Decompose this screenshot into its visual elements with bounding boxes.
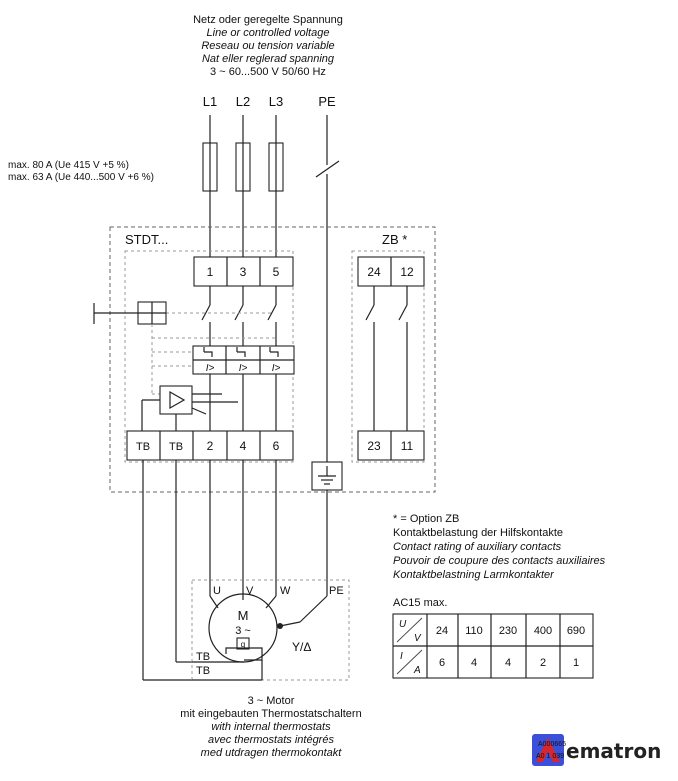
logo-code-bottom: A0 1 039 [536,753,564,760]
terminal-tb-2: TB [169,441,183,453]
motor-caption-4: avec thermostats intégrés [208,734,334,746]
supply-rating: 3 ~ 60...500 V 50/60 Hz [210,66,326,78]
trip-elements [192,345,295,375]
logo-brand: ematron [566,739,661,763]
thermostat-label: q [241,640,245,649]
terminal-5: 5 [273,265,280,279]
motor-caption-3: with internal thermostats [211,721,331,733]
motor-terminal-u: U [213,585,221,597]
rating-u-0: 24 [436,625,448,637]
aux-label: ZB * [382,232,407,247]
rating-i-1: 4 [471,657,477,669]
rating-table-title: AC15 max. [393,597,447,609]
rating-i-4: 1 [573,657,579,669]
pe-wire [315,115,340,462]
motor-terminal-v: V [246,585,254,597]
terminal-23: 23 [367,439,381,453]
trip-symbol-2: I> [239,363,248,374]
motor-outline [191,579,350,681]
phase-label-l2: L2 [236,94,250,109]
option-note-4: Pouvoir de coupure des contacts auxiliai… [393,555,606,567]
terminal-2: 2 [207,439,214,453]
logo-code-top: A000665 [538,741,566,748]
trip-symbol-1: I> [206,363,215,374]
rating-i-num: I [400,651,403,662]
terminal-11: 11 [401,439,414,453]
motor-terminal-w: W [280,585,291,597]
terminal-24: 24 [367,265,381,279]
motor-caption-5: med utdragen thermokontakt [201,747,343,759]
supply-line-fr: Reseau ou tension variable [201,40,334,52]
rating-i-0: 6 [439,657,445,669]
terminal-12: 12 [400,265,414,279]
device-outline [124,250,294,463]
terminal-6: 6 [273,439,280,453]
phase-label-pe: PE [318,94,336,109]
main-contacts [166,286,277,346]
aux-outline [351,250,425,463]
fuse-rating-line2: max. 63 A (Ue 440...500 V +6 %) [8,172,154,183]
trip-links [151,324,276,395]
aux-bottom-terminals [357,430,425,461]
rating-u-num: U [399,619,407,630]
rating-i-den: A [413,665,421,676]
earth-terminal [311,461,343,491]
motor-tb-1: TB [196,651,210,663]
amplifier [141,385,238,431]
terminal-1: 1 [207,265,214,279]
aux-contacts [365,286,408,431]
option-note-3: Contact rating of auxiliary contacts [393,541,562,553]
rating-u-4: 690 [567,625,585,637]
motor-terminal-pe: PE [329,585,344,597]
device-bottom-terminals [126,430,294,461]
rating-u-den: V [414,633,422,644]
rating-u-1: 110 [465,625,483,637]
ematron-logo: A000665 A0 1 039 ematron [532,734,661,766]
supply-line-de: Netz oder geregelte Spannung [193,14,343,26]
phase-label-l3: L3 [269,94,283,109]
option-note-1: * = Option ZB [393,513,459,525]
trip-symbol-3: I> [272,363,281,374]
fuse-rating-line1: max. 80 A (Ue 415 V +5 %) [8,160,129,171]
option-note-5: Kontaktbelastning Larmkontakter [393,569,555,581]
rating-table [392,613,594,679]
motor-tb-2: TB [196,665,210,677]
rating-u-3: 400 [534,625,552,637]
rating-i-3: 2 [540,657,546,669]
motor-caption-1: 3 ~ Motor [248,695,295,707]
motor-caption-2: mit eingebauten Thermostatschaltern [180,708,361,720]
phase-wires [209,115,277,257]
motor-label-m: M [238,608,249,623]
fuses [202,142,284,192]
device-top-terminals [193,256,294,287]
terminal-4: 4 [240,439,247,453]
rating-u-2: 230 [499,625,517,637]
enclosure-outline [109,226,436,493]
option-note-2: Kontaktbelastung der Hilfskontakte [393,527,563,539]
supply-line-sv: Nat eller reglerad spanning [202,53,335,65]
terminal-tb-1: TB [136,441,150,453]
manual-operator [93,301,167,325]
phase-label-l1: L1 [203,94,217,109]
motor-connection: Y/Δ [292,640,311,654]
rating-i-2: 4 [505,657,511,669]
thermostat-symbol [192,637,263,681]
aux-top-terminals [357,256,425,287]
supply-line-en: Line or controlled voltage [207,27,330,39]
device-label: STDT... [125,232,168,247]
motor-wires [142,460,328,681]
motor-label-phase: 3 ~ [235,625,251,637]
motor-connections [209,580,328,629]
terminal-3: 3 [240,265,247,279]
